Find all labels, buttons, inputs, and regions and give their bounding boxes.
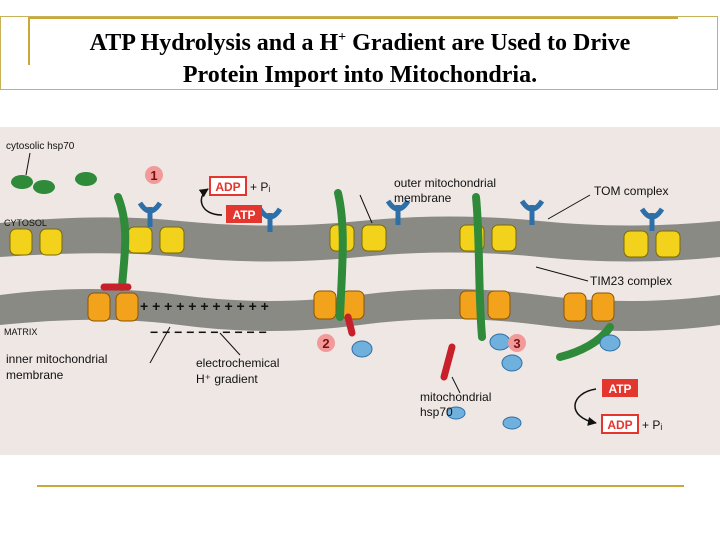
step-1: 1 bbox=[145, 166, 163, 184]
atp-badge-bottom: ATP bbox=[602, 379, 638, 397]
tom-complex-label: TOM complex bbox=[594, 184, 668, 198]
adp-badge-bottom: ADP bbox=[601, 414, 639, 434]
pi-label-top: + Pᵢ bbox=[250, 180, 270, 194]
tom-complex-2 bbox=[127, 226, 185, 254]
adp-badge-top: ADP bbox=[209, 176, 247, 196]
plus-charges: + + + + + + + + + + + bbox=[140, 298, 269, 314]
bottom-rule bbox=[37, 485, 684, 487]
tom-complex-5 bbox=[623, 230, 681, 258]
minus-charges: − − − − − − − − − − bbox=[150, 324, 267, 340]
tim23-complexes bbox=[87, 290, 615, 322]
leader-lines bbox=[25, 152, 591, 394]
cytosol-label: CYTOSOL bbox=[4, 218, 47, 228]
electrochemical-label-1: electrochemical bbox=[196, 356, 279, 370]
svg-text:ATP: ATP bbox=[232, 208, 255, 222]
title-accent-bar bbox=[28, 17, 30, 65]
tim23-complex-label: TIM23 complex bbox=[590, 274, 672, 288]
step-2: 2 bbox=[317, 334, 335, 352]
title-part2: Gradient are Used to Drive bbox=[346, 30, 631, 56]
atp-hydrolysis-arrow-bottom bbox=[574, 388, 597, 426]
pi-label-bottom: + Pᵢ bbox=[642, 418, 662, 432]
electrochemical-label-2: H⁺ gradient bbox=[196, 372, 258, 386]
inner-membrane-label-2: membrane bbox=[6, 368, 64, 382]
svg-text:2: 2 bbox=[322, 336, 329, 351]
title-line2: Protein Import into Mitochondria. bbox=[182, 62, 538, 88]
protein-import-figure: 1 2 3 ADP + Pᵢ ATP ATP ADP + Pᵢ + + + + … bbox=[0, 127, 720, 455]
precursor-proteins bbox=[114, 189, 614, 361]
atp-badge-top: ATP bbox=[226, 205, 262, 223]
cytosolic-hsp70-icon bbox=[11, 172, 97, 194]
svg-text:ADP: ADP bbox=[215, 180, 240, 194]
outer-membrane-label-1: outer mitochondrial bbox=[394, 176, 496, 190]
step-3: 3 bbox=[508, 334, 526, 352]
title-box bbox=[0, 16, 718, 90]
mitochondrial-hsp70-icons bbox=[351, 333, 621, 430]
title-accent-line bbox=[28, 17, 678, 19]
outer-membrane-label-2: membrane bbox=[394, 191, 452, 205]
svg-text:ATP: ATP bbox=[608, 382, 631, 396]
cytosolic-hsp70-label: cytosolic hsp70 bbox=[6, 141, 75, 152]
title-line1: ATP Hydrolysis and a H+ Gradient are Use… bbox=[90, 30, 631, 56]
title-part1: ATP Hydrolysis and a H bbox=[89, 30, 339, 56]
matrix-label: MATRIX bbox=[4, 327, 37, 337]
mito-hsp70-label-1: mitochondrial bbox=[420, 390, 491, 404]
mito-hsp70-label-2: hsp70 bbox=[420, 405, 453, 419]
slide-title: ATP Hydrolysis and a H+ Gradient are Use… bbox=[0, 22, 720, 91]
atp-hydrolysis-arrow-top bbox=[198, 188, 223, 216]
svg-text:ADP: ADP bbox=[607, 418, 632, 432]
tom-complex-1 bbox=[9, 228, 63, 256]
presequences bbox=[100, 283, 456, 381]
svg-text:1: 1 bbox=[150, 168, 157, 183]
title-superscript: + bbox=[338, 30, 347, 45]
svg-text:3: 3 bbox=[513, 336, 520, 351]
inner-membrane-label-1: inner mitochondrial bbox=[6, 352, 107, 366]
